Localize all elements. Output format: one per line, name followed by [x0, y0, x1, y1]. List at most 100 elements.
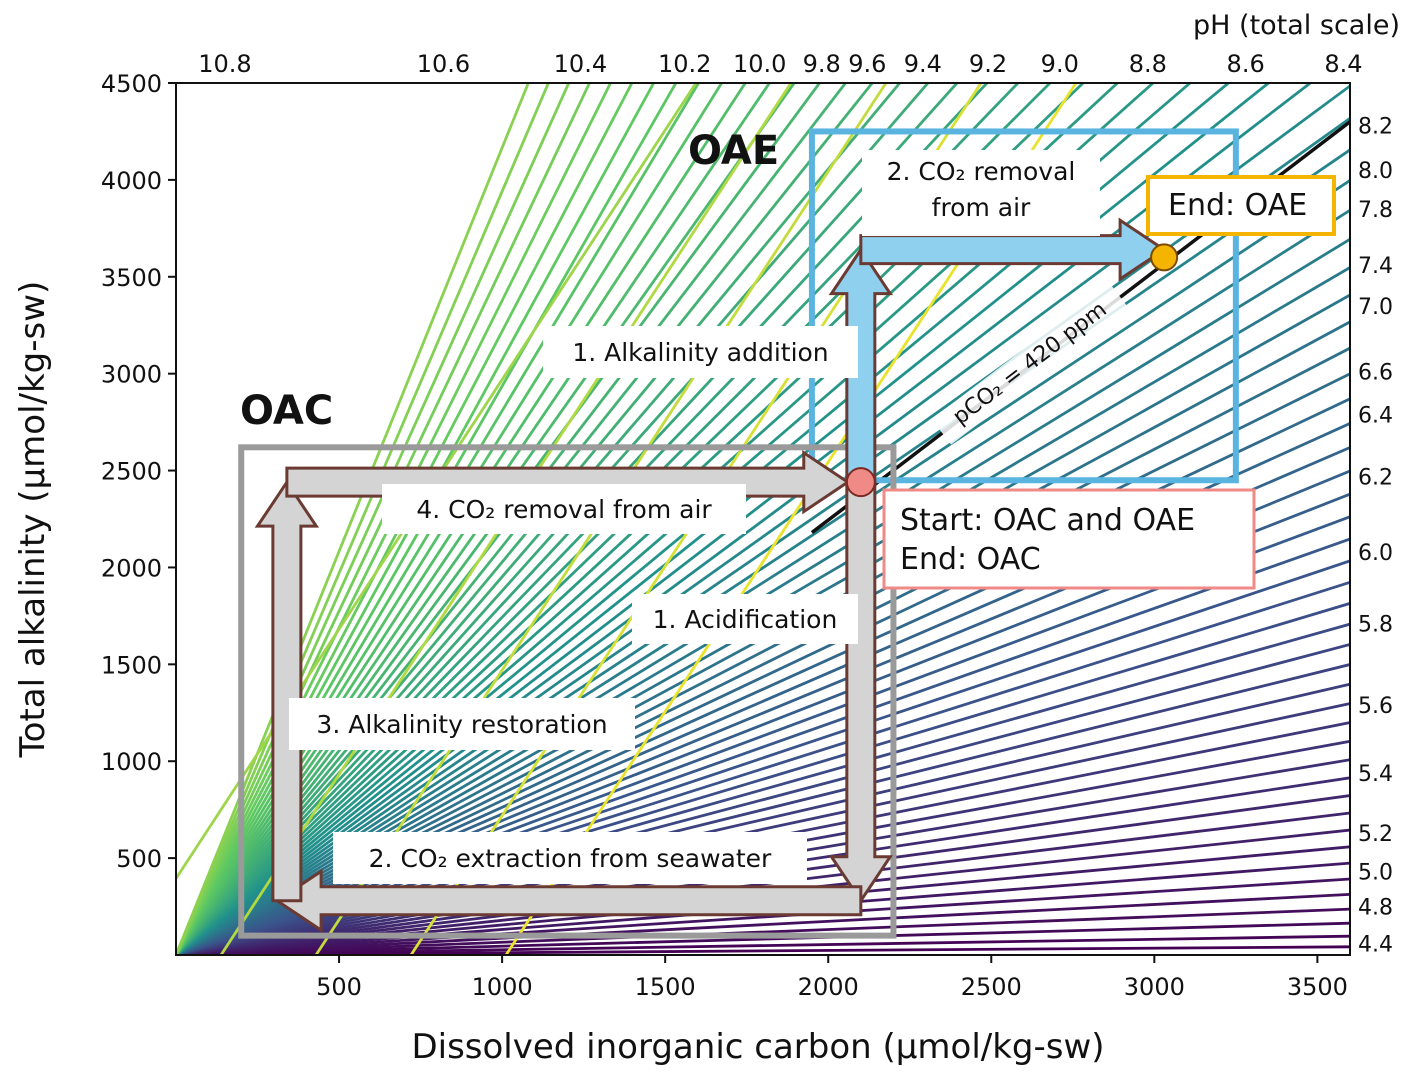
- contour-line: [176, 83, 550, 955]
- step-label-4-line-1: 2. CO₂ extraction from seawater: [369, 844, 772, 873]
- oae-box: [808, 128, 1239, 484]
- step-label-6-line-1: 4. CO₂ removal from air: [416, 495, 712, 524]
- y-tick-label: 3000: [101, 361, 162, 389]
- y-tick-label: 1500: [101, 651, 162, 679]
- oac-arrow-2: [274, 868, 863, 933]
- oac-box: [238, 444, 897, 939]
- step-label-bg-4: [333, 832, 807, 884]
- oac-title: OAC: [240, 388, 333, 434]
- step-label-2-line-1: 2. CO₂ removal: [887, 157, 1076, 186]
- y-tick-label: 1000: [101, 748, 162, 776]
- top-tick-label: 9.8: [803, 50, 841, 78]
- top-tick-label: 9.0: [1041, 50, 1079, 78]
- contour-line: [176, 83, 656, 955]
- start-label-border: [882, 488, 1256, 590]
- contour-line: [176, 83, 724, 955]
- contour-line: [176, 83, 530, 955]
- oae-arrow-1: [828, 246, 894, 484]
- right-tick-label: 5.6: [1358, 694, 1393, 719]
- oac-arrow-1: [828, 480, 894, 904]
- end-label-border: [1146, 175, 1336, 236]
- top-tick-label: 9.6: [848, 50, 886, 78]
- right-tick-label: 7.8: [1358, 198, 1393, 223]
- contour-line: [176, 83, 848, 955]
- contour-line: [176, 877, 1350, 955]
- y-tick-label: 500: [116, 845, 162, 873]
- contour-line: [176, 83, 959, 955]
- right-tick-label: 6.0: [1358, 541, 1393, 566]
- right-tick-label: 7.4: [1358, 254, 1393, 279]
- step-label-bg-6: [382, 484, 746, 534]
- step-labels: 1. Alkalinity addition 2. CO₂ removal from…: [289, 150, 1100, 884]
- right-tick-label: 5.8: [1358, 613, 1393, 638]
- right-tick-label: 7.0: [1358, 295, 1393, 320]
- x-tick-label: 3500: [1287, 973, 1348, 1001]
- x-tick-label: 500: [316, 973, 362, 1001]
- contour-line: [176, 83, 634, 955]
- step-label-1-line-1: 1. Alkalinity addition: [572, 338, 828, 367]
- x-tick-label: 1500: [635, 973, 696, 1001]
- y-axis-title: Total alkalinity (µmol/kg-sw): [13, 281, 53, 759]
- right-tick-label: 6.6: [1358, 361, 1393, 386]
- x-axis-title: Dissolved inorganic carbon (µmol/kg-sw): [411, 1027, 1104, 1067]
- process-arrows: [254, 217, 1167, 933]
- contour-line: [176, 907, 1350, 955]
- contour-line: [176, 845, 1350, 955]
- start-point: [845, 467, 876, 498]
- contour-line: [176, 265, 1350, 955]
- right-tick-label: 6.2: [1358, 465, 1393, 490]
- contour-line: [176, 208, 1350, 955]
- right-tick-label: 4.4: [1358, 932, 1393, 957]
- top-tick-label: 9.2: [969, 50, 1007, 78]
- contour-line: [176, 83, 592, 955]
- top-tick-label: 10.2: [658, 50, 711, 78]
- contour-line: [176, 372, 1350, 955]
- oac-arrow-3: [254, 479, 320, 903]
- top-axis-title: pH (total scale): [1193, 10, 1400, 41]
- y-tick-label: 4000: [101, 167, 162, 195]
- contour-line: [176, 83, 822, 955]
- x-tick-label: 1000: [472, 973, 533, 1001]
- right-tick-label: 5.0: [1358, 861, 1393, 886]
- step-label-5-line-1: 3. Alkalinity restoration: [316, 710, 607, 739]
- top-tick-label: 9.4: [904, 50, 942, 78]
- right-tick-label: 8.2: [1358, 115, 1393, 140]
- oac-arrow-4: [285, 449, 851, 515]
- end-label: End: OAE: [1168, 188, 1307, 223]
- contour-line: [176, 921, 1350, 955]
- step-label-bg-5: [289, 698, 635, 750]
- top-tick-label: 10.6: [417, 50, 470, 78]
- right-tick-label: 5.4: [1358, 762, 1393, 787]
- x-tick-label: 2500: [961, 973, 1022, 1001]
- step-label-2-line-2: from air: [932, 193, 1031, 222]
- top-tick-label: 8.6: [1227, 50, 1265, 78]
- oae-title: OAE: [688, 128, 779, 174]
- y-tick-label: 2000: [101, 554, 162, 582]
- contour-line: [176, 83, 796, 955]
- right-tick-label: 8.0: [1358, 159, 1393, 184]
- start-label-line-2: End: OAC: [900, 542, 1041, 577]
- contour-line: [176, 397, 1350, 955]
- contour-line: [176, 293, 1350, 955]
- pco2-label-background: [931, 283, 1130, 445]
- step-label-3-line-1: 1. Acidification: [653, 605, 838, 634]
- right-tick-label: 4.8: [1358, 896, 1393, 921]
- end-point: [1150, 243, 1179, 272]
- right-tick-label: 6.4: [1358, 403, 1393, 428]
- right-tick-label: 5.2: [1358, 822, 1393, 847]
- contour-line: [176, 237, 1350, 955]
- top-tick-label: 8.8: [1129, 50, 1167, 78]
- contour-line: [176, 83, 701, 955]
- contour-line: [176, 83, 678, 955]
- y-tick-label: 4500: [101, 70, 162, 98]
- contour-line: [176, 83, 902, 955]
- contour-line: [176, 861, 1350, 955]
- x-tick-label: 3000: [1124, 973, 1185, 1001]
- top-tick-label: 10.4: [554, 50, 607, 78]
- contour-line: [176, 83, 772, 955]
- contour-line: [176, 83, 930, 955]
- contour-line: [176, 346, 1350, 955]
